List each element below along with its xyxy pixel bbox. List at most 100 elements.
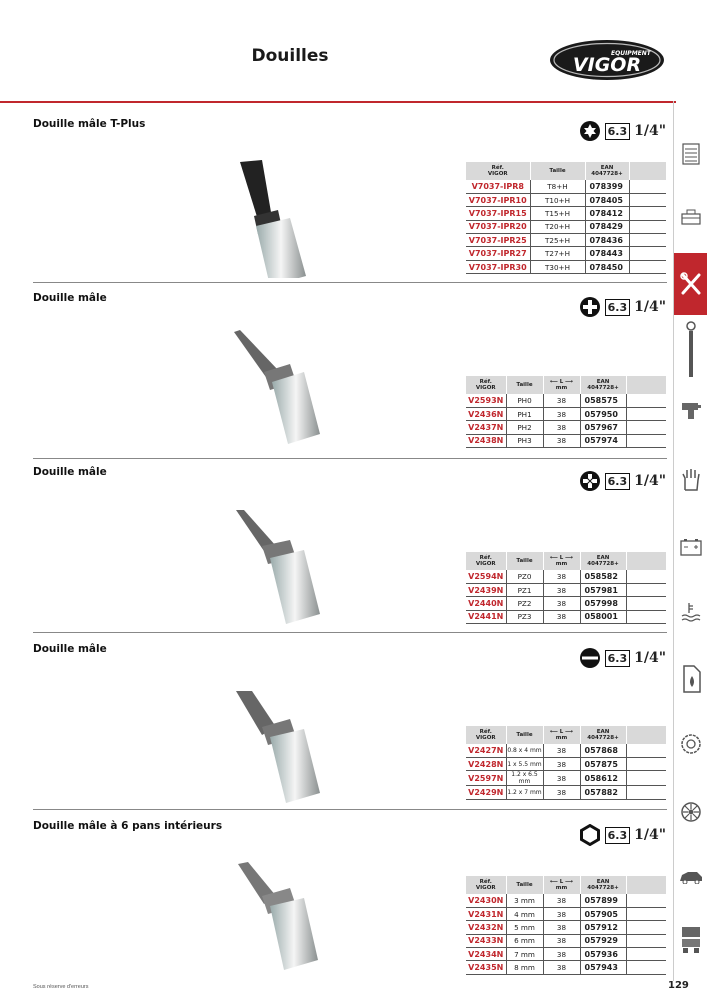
ref-cell: V2431N	[466, 907, 507, 922]
tool-cabinet-icon	[682, 143, 700, 165]
size-cell: T10+H	[530, 193, 586, 208]
vigor-logo: EQUIPMENT VIGOR	[550, 40, 664, 80]
sidebar-item-wheels[interactable]	[674, 781, 707, 843]
ean-cell: 057875	[580, 757, 627, 772]
drive-size-inch: 1/4"	[634, 473, 666, 489]
sidebar-item-cooling[interactable]	[674, 581, 707, 643]
sidebar-item-hand-tools[interactable]	[674, 253, 707, 315]
size-cell: PH3	[506, 434, 544, 449]
category-sidebar	[673, 101, 707, 981]
size-cell: 8 mm	[506, 960, 544, 975]
ref-cell: V2435N	[466, 960, 507, 975]
sidebar-item-torque[interactable]	[674, 319, 707, 381]
size-cell: T8+H	[530, 180, 586, 194]
length-cell: 38	[543, 960, 581, 975]
empty-cell	[626, 907, 666, 922]
ref-cell: V7037-IPR20	[466, 220, 531, 235]
oil-can-icon	[683, 665, 701, 693]
disclaimer-note: Sous réserve d'erreurs	[33, 984, 89, 990]
size-cell: 5 mm	[506, 920, 544, 935]
empty-cell	[629, 246, 666, 261]
ean-cell: 058575	[580, 394, 627, 408]
ref-cell: V2593N	[466, 394, 507, 408]
drive-size-inch: 1/4"	[634, 123, 666, 139]
tools-icon	[680, 272, 701, 295]
hex-icon	[579, 824, 600, 846]
section-divider	[33, 809, 667, 810]
ean-cell: 078436	[585, 233, 630, 248]
section-phillips: Douille mâle 6.3 1/4" Réf.VIGOR Taille ⟵…	[0, 292, 676, 462]
empty-cell	[626, 407, 666, 422]
section-title: Douille mâle à 6 pans intérieurs	[33, 820, 223, 832]
product-photo	[240, 160, 306, 278]
drive-size-mm: 6.3	[604, 122, 631, 140]
length-cell: 38	[543, 785, 581, 800]
size-cell: 7 mm	[506, 947, 544, 962]
ean-cell: 057967	[580, 420, 627, 435]
ref-cell: V2437N	[466, 420, 507, 435]
drive-badges: 6.3 1/4"	[579, 824, 666, 846]
sidebar-item-toolboxes[interactable]	[674, 186, 707, 248]
col-header-length: ⟵ L ⟶mm	[543, 376, 581, 394]
sidebar-item-oil[interactable]	[674, 646, 707, 708]
sidebar-item-trucks[interactable]	[674, 909, 707, 971]
empty-cell	[626, 610, 666, 625]
phillips-icon	[579, 297, 600, 317]
sidebar-item-battery[interactable]	[674, 516, 707, 578]
toolbox-icon	[681, 209, 701, 225]
sidebar-item-workwear[interactable]	[674, 449, 707, 511]
header-rule	[0, 101, 676, 103]
battery-icon	[680, 539, 702, 556]
impact-wrench-icon	[682, 403, 701, 419]
ean-cell: 057998	[580, 596, 627, 611]
drive-size-inch: 1/4"	[634, 650, 666, 666]
sidebar-item-pneumatic[interactable]	[674, 379, 707, 441]
wheel-icon	[681, 802, 701, 822]
ref-cell: V2433N	[466, 934, 507, 949]
section-title: Douille mâle	[33, 466, 107, 478]
col-header-ref: Réf.VIGOR	[466, 162, 531, 180]
drive-size-mm: 6.3	[604, 649, 631, 667]
ean-cell: 057974	[580, 434, 627, 449]
col-header-ref: Réf.VIGOR	[466, 876, 507, 894]
drive-badges: 6.3 1/4"	[579, 120, 666, 142]
sidebar-item-bodywork[interactable]	[674, 846, 707, 908]
slotted-icon	[579, 648, 600, 668]
product-photo	[234, 330, 320, 444]
size-cell: T20+H	[530, 220, 586, 235]
section-divider	[33, 632, 667, 633]
empty-cell	[626, 934, 666, 949]
sidebar-item-brakes[interactable]	[674, 713, 707, 775]
length-cell: 38	[543, 757, 581, 772]
drive-size-mm: 6.3	[604, 826, 631, 844]
length-cell: 38	[543, 920, 581, 935]
size-cell: 4 mm	[506, 907, 544, 922]
section-title: Douille mâle T-Plus	[33, 118, 146, 130]
empty-cell	[626, 960, 666, 975]
size-cell: PZ2	[506, 596, 544, 611]
size-cell: PH1	[506, 407, 544, 422]
empty-cell	[629, 233, 666, 248]
size-cell: PH0	[506, 394, 544, 408]
ref-cell: V7037-IPR15	[466, 206, 531, 221]
col-header-ref: Réf.VIGOR	[466, 376, 507, 394]
ean-cell: 057950	[580, 407, 627, 422]
ref-cell: V7037-IPR27	[466, 246, 531, 261]
ref-cell: V2441N	[466, 610, 507, 625]
sidebar-item-cabinets[interactable]	[674, 123, 707, 185]
empty-cell	[629, 206, 666, 221]
ref-cell: V7037-IPR30	[466, 260, 531, 275]
length-cell: 38	[543, 407, 581, 422]
col-header-length: ⟵ L ⟶mm	[543, 726, 581, 744]
drive-size-mm: 6.3	[604, 472, 631, 490]
